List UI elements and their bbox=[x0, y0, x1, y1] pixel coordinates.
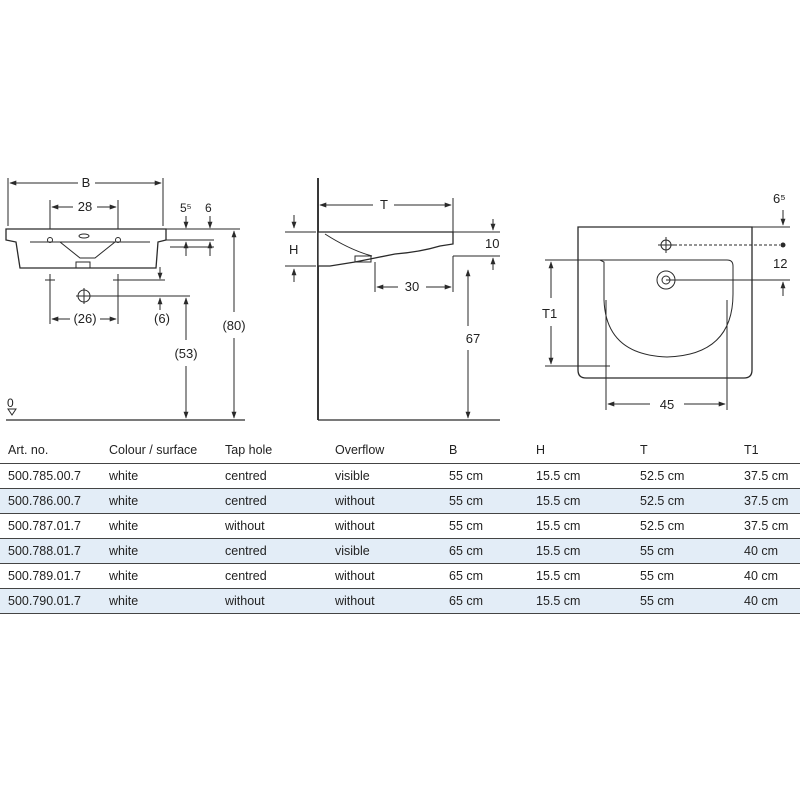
trap-offset-label: 30 bbox=[405, 279, 419, 294]
cell-t1: 37.5 cm bbox=[736, 488, 800, 514]
cell-art-no: 500.788.01.7 bbox=[0, 538, 101, 564]
table-row: 500.789.01.7 white centred without 65 cm… bbox=[0, 563, 800, 589]
inner-depth-label: T1 bbox=[542, 306, 557, 321]
drain-spacing-label: (26) bbox=[73, 311, 96, 326]
cell-tap-hole: centred bbox=[217, 463, 327, 489]
cell-tap-hole: without bbox=[217, 513, 327, 539]
cell-b: 65 cm bbox=[441, 538, 528, 564]
header-colour-surface: Colour / surface bbox=[101, 437, 217, 464]
cell-t: 55 cm bbox=[632, 588, 736, 614]
height-label: H bbox=[289, 242, 298, 257]
cell-art-no: 500.785.00.7 bbox=[0, 463, 101, 489]
cell-colour: white bbox=[101, 538, 217, 564]
cell-overflow: without bbox=[327, 588, 441, 614]
cell-tap-hole: without bbox=[217, 588, 327, 614]
depth-label: T bbox=[380, 197, 388, 212]
drain-offset-label: (6) bbox=[154, 311, 170, 326]
inner-width-label: 45 bbox=[660, 397, 674, 412]
top-view: 6⁵ 12 T1 45 bbox=[542, 191, 790, 412]
cell-t: 52.5 cm bbox=[632, 463, 736, 489]
side-view: T H 10 30 67 bbox=[285, 178, 500, 421]
cell-b: 55 cm bbox=[441, 488, 528, 514]
table-row: 500.786.00.7 white centred without 55 cm… bbox=[0, 488, 800, 514]
cell-overflow: visible bbox=[327, 463, 441, 489]
table-row: 500.787.01.7 white without without 55 cm… bbox=[0, 513, 800, 539]
cell-t1: 37.5 cm bbox=[736, 513, 800, 539]
tap-spacing-label: 28 bbox=[78, 199, 92, 214]
cell-t1: 40 cm bbox=[736, 563, 800, 589]
tap-offset-label: 12 bbox=[773, 256, 787, 271]
floor-label: 0 bbox=[7, 396, 14, 410]
cell-tap-hole: centred bbox=[217, 488, 327, 514]
front-view: 0 B 28 5⁵ 6 bbox=[5, 175, 246, 421]
cell-art-no: 500.790.01.7 bbox=[0, 588, 101, 614]
cell-t: 55 cm bbox=[632, 538, 736, 564]
header-overflow: Overflow bbox=[327, 437, 441, 464]
cell-h: 15.5 cm bbox=[528, 463, 632, 489]
header-tap-hole: Tap hole bbox=[217, 437, 327, 464]
spec-table: Art. no. Colour / surface Tap hole Overf… bbox=[0, 437, 800, 614]
top-edge-offset-label: 6⁵ bbox=[773, 191, 786, 206]
cell-h: 15.5 cm bbox=[528, 538, 632, 564]
cell-h: 15.5 cm bbox=[528, 588, 632, 614]
cell-tap-hole: centred bbox=[217, 563, 327, 589]
drain-height-label: (53) bbox=[174, 346, 197, 361]
basin-front-outline bbox=[5, 228, 167, 269]
cell-colour: white bbox=[101, 463, 217, 489]
cell-b: 65 cm bbox=[441, 588, 528, 614]
header-b: B bbox=[441, 437, 528, 464]
basin-bowl-outline bbox=[599, 259, 734, 358]
cell-colour: white bbox=[101, 513, 217, 539]
side-drain-height-label: 67 bbox=[466, 331, 480, 346]
width-label: B bbox=[82, 175, 91, 190]
drain-points bbox=[45, 274, 190, 304]
header-t1: T1 bbox=[736, 437, 800, 464]
cell-h: 15.5 cm bbox=[528, 488, 632, 514]
basin-top-outline bbox=[577, 226, 753, 379]
table-row: 500.788.01.7 white centred visible 65 cm… bbox=[0, 538, 800, 564]
table-row: 500.785.00.7 white centred visible 55 cm… bbox=[0, 463, 800, 489]
cell-tap-hole: centred bbox=[217, 538, 327, 564]
cell-t1: 40 cm bbox=[736, 588, 800, 614]
cell-t: 52.5 cm bbox=[632, 488, 736, 514]
cell-overflow: without bbox=[327, 563, 441, 589]
technical-drawing: 0 B 28 5⁵ 6 bbox=[5, 175, 790, 421]
rim-label: 10 bbox=[485, 236, 499, 251]
cell-h: 15.5 cm bbox=[528, 563, 632, 589]
cell-art-no: 500.787.01.7 bbox=[0, 513, 101, 539]
table-row: 500.790.01.7 white without without 65 cm… bbox=[0, 588, 800, 614]
cell-overflow: without bbox=[327, 513, 441, 539]
floor-marker bbox=[7, 408, 17, 416]
basin-side-outline bbox=[317, 231, 454, 267]
table-header-row: Art. no. Colour / surface Tap hole Overf… bbox=[0, 437, 800, 464]
cell-t1: 40 cm bbox=[736, 538, 800, 564]
cell-b: 65 cm bbox=[441, 563, 528, 589]
header-t: T bbox=[632, 437, 736, 464]
cell-overflow: visible bbox=[327, 538, 441, 564]
cell-t1: 37.5 cm bbox=[736, 463, 800, 489]
header-art-no: Art. no. bbox=[0, 437, 101, 464]
cell-b: 55 cm bbox=[441, 463, 528, 489]
cell-colour: white bbox=[101, 563, 217, 589]
cell-h: 15.5 cm bbox=[528, 513, 632, 539]
cell-colour: white bbox=[101, 588, 217, 614]
cell-t: 52.5 cm bbox=[632, 513, 736, 539]
cell-art-no: 500.786.00.7 bbox=[0, 488, 101, 514]
cell-art-no: 500.789.01.7 bbox=[0, 563, 101, 589]
edge-offset-label: 5⁵ bbox=[180, 201, 192, 215]
lip-label: 6 bbox=[205, 201, 212, 215]
cell-t: 55 cm bbox=[632, 563, 736, 589]
cell-overflow: without bbox=[327, 488, 441, 514]
cell-b: 55 cm bbox=[441, 513, 528, 539]
cell-colour: white bbox=[101, 488, 217, 514]
header-h: H bbox=[528, 437, 632, 464]
install-height-label: (80) bbox=[222, 318, 245, 333]
